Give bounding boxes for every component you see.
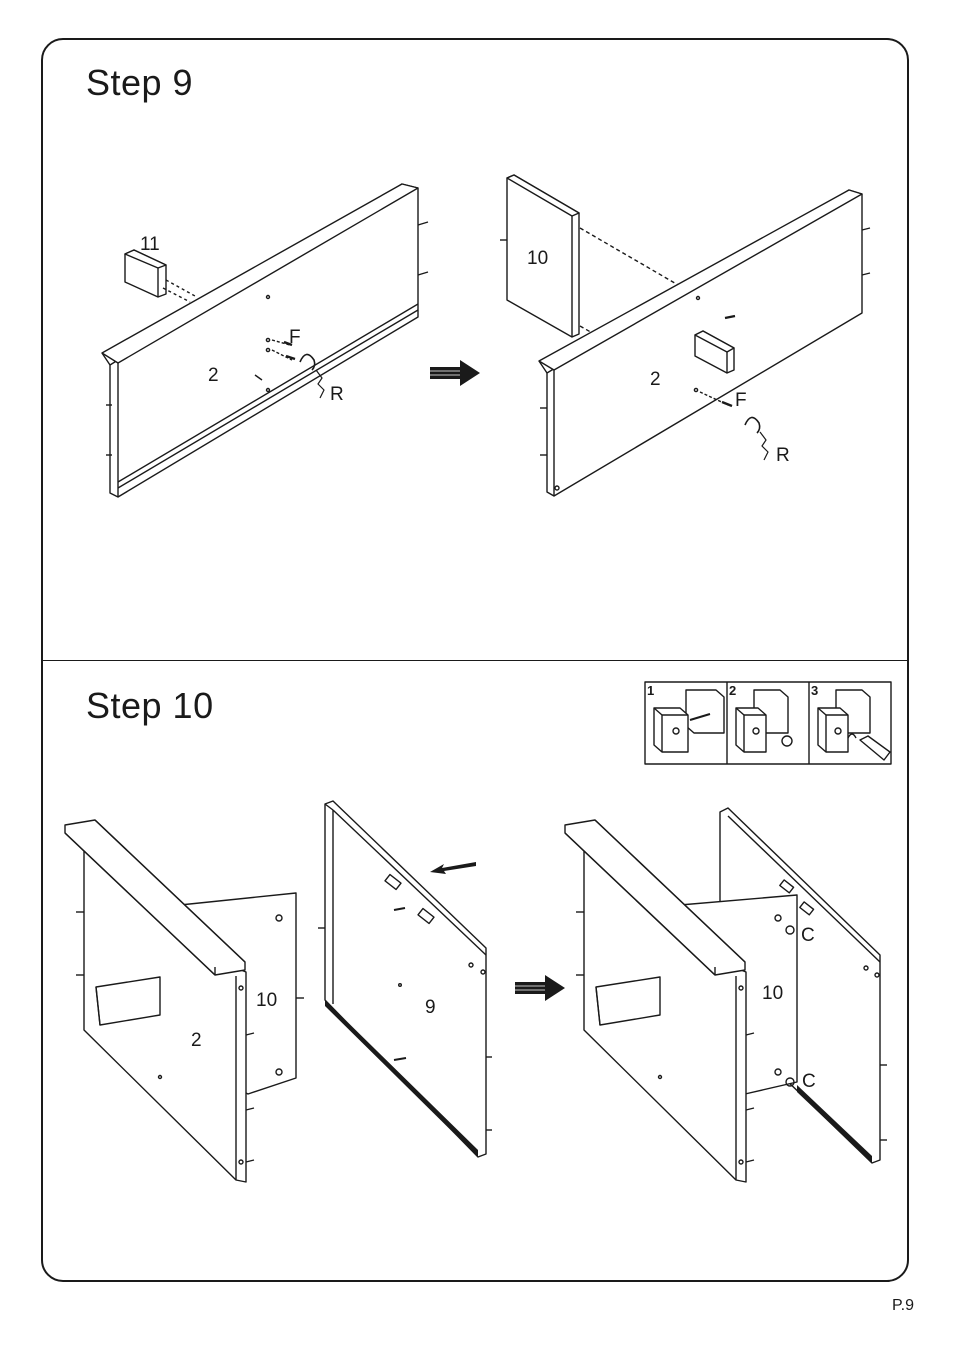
step9-arrow-icon [430, 360, 480, 386]
cam-lock-inset [645, 682, 891, 764]
inset-step-3: 3 [811, 683, 818, 698]
label-part-R-b: R [776, 445, 790, 466]
label-part-F-a: F [289, 327, 301, 348]
label-part-R-a: R [330, 384, 344, 405]
label-part-2-a: 2 [208, 365, 219, 386]
page-number: P.9 [892, 1297, 914, 1315]
step9-panel-2-left [102, 184, 428, 497]
label-part-11: 11 [140, 234, 160, 255]
label-part-10-b: 10 [256, 990, 277, 1011]
step9-panel-2-right [539, 190, 870, 496]
step10-arrow-icon [515, 975, 565, 1001]
label-part-C-a: C [801, 925, 815, 946]
label-part-10-a: 10 [527, 248, 548, 269]
label-part-9: 9 [425, 997, 436, 1018]
label-part-10-c: 10 [762, 983, 783, 1004]
label-part-F-b: F [735, 390, 747, 411]
label-part-2-b: 2 [650, 369, 661, 390]
inset-step-2: 2 [729, 683, 736, 698]
step9-block-11 [125, 250, 195, 302]
label-part-C-b: C [802, 1071, 816, 1092]
step10-panel-9 [318, 801, 492, 1157]
inset-step-1: 1 [647, 683, 654, 698]
step10-assembly-right [565, 808, 887, 1182]
label-part-2-c: 2 [191, 1030, 202, 1051]
